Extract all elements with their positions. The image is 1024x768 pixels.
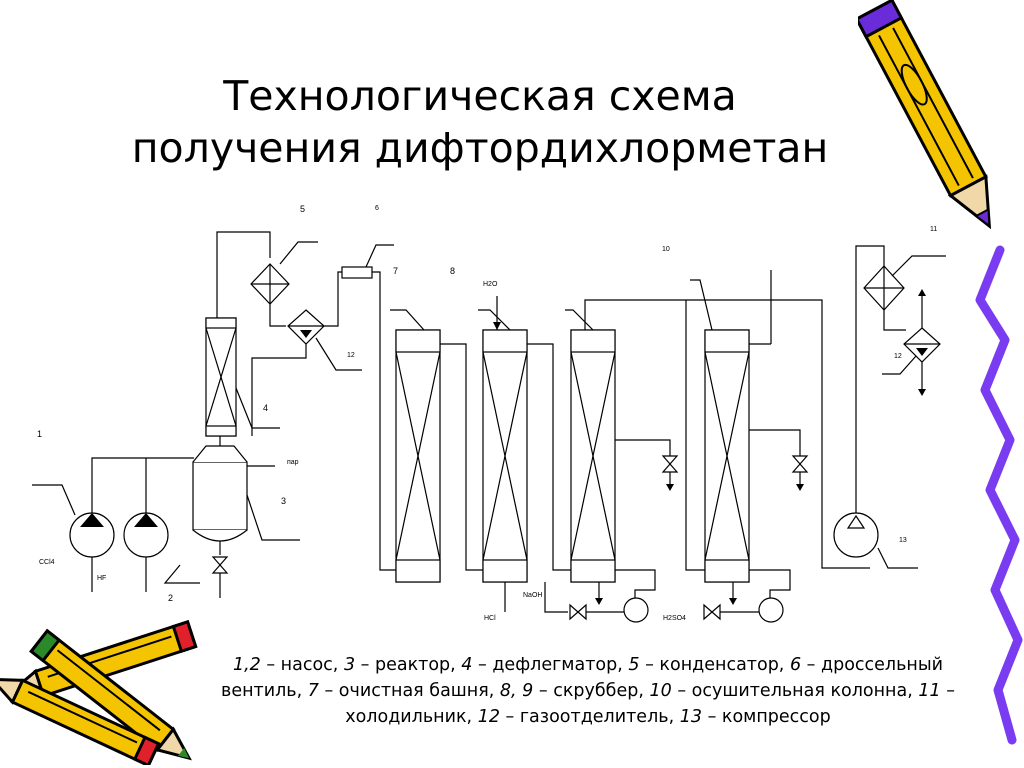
legend-text-9: холодильник, [345, 707, 473, 727]
legend-num-1: 1,2 [232, 655, 261, 675]
legend-text-1: насос, [280, 655, 339, 675]
circulation-pump-right [758, 597, 784, 623]
crossed-pencils-icon [0, 619, 198, 765]
label-4: 4 [263, 403, 268, 413]
legend-text-3: дефлегматор, [492, 655, 623, 675]
label-h2so4: H2SO4 [663, 615, 686, 622]
legend-num-8: 10 [649, 681, 672, 701]
slide-title-line2: получения дифтордихлорметан [131, 124, 829, 172]
legend-text-8: осушительная колонна, [691, 681, 913, 701]
label-hf: HF [97, 575, 106, 582]
label-6: 6 [375, 205, 379, 212]
slide-title-line1: Технологическая схема [223, 72, 737, 120]
legend-num-9: 11 [918, 681, 941, 701]
legend-num-5: 6 [789, 655, 802, 675]
hcl-valve [569, 603, 587, 621]
legend-text-6: очистная башня, [338, 681, 495, 701]
compressor-13 [833, 512, 879, 558]
legend-num-11: 13 [679, 707, 702, 727]
label-10: 10 [662, 246, 670, 253]
h2so4-valve [703, 603, 721, 621]
scrubber-9-valve [661, 455, 679, 473]
pump-2 [123, 512, 169, 558]
reactor-3 [192, 445, 248, 542]
legend-text-5: дроссельный вентиль, [221, 655, 944, 701]
equipment-legend: 1,2 – насос, 3 – реактор, 4 – дефлегмато… [221, 655, 955, 727]
legend-text-4: конденсатор, [659, 655, 785, 675]
label-3: 3 [281, 496, 286, 506]
condenser-5 [250, 263, 290, 305]
throttle-valve-6 [341, 266, 373, 279]
label-7: 7 [393, 266, 398, 276]
scrubber-8 [482, 329, 528, 583]
legend-num-3: 4 [461, 655, 473, 675]
label-2: 2 [168, 593, 173, 603]
legend-num-10: 12 [477, 707, 500, 727]
label-12-right: 12 [894, 353, 902, 360]
label-ccl4: CCl4 [39, 559, 55, 566]
label-13: 13 [899, 537, 907, 544]
reactor-drain-valve [211, 556, 229, 574]
label-naoh: NaOH [523, 592, 542, 599]
drying-column-valve [791, 455, 809, 473]
legend-text-11: компрессор [721, 707, 831, 727]
legend-num-2: 3 [343, 655, 356, 675]
pencil-icon [858, 0, 992, 230]
legend-text-2: реактор, [374, 655, 456, 675]
gas-separator-12-left [287, 309, 325, 345]
pump-1 [69, 512, 115, 558]
label-5: 5 [300, 204, 305, 214]
label-12-left: 12 [347, 352, 355, 359]
label-1: 1 [37, 429, 42, 439]
drying-column-10 [704, 329, 750, 583]
label-hcl: HCl [484, 615, 496, 622]
cleaning-tower-7 [395, 329, 441, 583]
legend-num-7: 8, 9 [499, 681, 534, 701]
label-h2o: H2O [483, 281, 498, 288]
scrubber-9 [570, 329, 616, 583]
cooler-11 [863, 265, 905, 311]
process-flow-diagram: 1 2 3 4 5 6 7 8 10 11 12 12 13 пар H2O C… [32, 204, 946, 623]
legend-text-7: скруббер, [553, 681, 644, 701]
legend-text-10: газоотделитель, [519, 707, 675, 727]
dephlegmator-4 [205, 317, 237, 437]
circulation-pump-left [623, 597, 649, 623]
legend-num-4: 5 [628, 655, 640, 675]
purple-scribble [975, 245, 1023, 745]
label-steam: пар [287, 459, 299, 466]
gas-separator-12-right [903, 327, 941, 363]
label-8: 8 [450, 266, 455, 276]
legend-num-6: 7 [307, 681, 319, 701]
label-11: 11 [930, 226, 937, 233]
